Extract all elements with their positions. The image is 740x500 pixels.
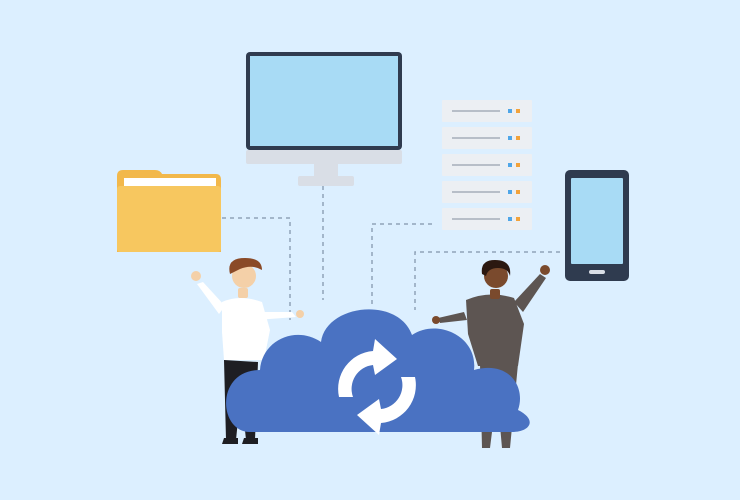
server-slot bbox=[452, 137, 500, 139]
left-person-neck bbox=[238, 288, 248, 298]
server-led-blue bbox=[508, 190, 512, 194]
left-person-hand-raised bbox=[191, 271, 201, 281]
right-person-hair bbox=[481, 260, 511, 276]
folder-icon bbox=[117, 170, 221, 252]
monitor-screen bbox=[250, 56, 398, 146]
server-led-orange bbox=[516, 163, 520, 167]
tablet-connector-line bbox=[414, 251, 560, 310]
server-led-orange bbox=[516, 136, 520, 140]
server-led-blue bbox=[508, 217, 512, 221]
server-slot bbox=[452, 218, 500, 220]
monitor-neck bbox=[314, 164, 338, 176]
monitor-chin bbox=[246, 150, 402, 164]
monitor-icon bbox=[246, 52, 402, 186]
sync-arrows-icon bbox=[338, 339, 416, 435]
server-rack-icon bbox=[442, 100, 532, 230]
server-slot bbox=[452, 164, 500, 166]
sync-arrow-top bbox=[338, 339, 397, 397]
monitor-base bbox=[298, 176, 354, 186]
left-person-arm-left bbox=[197, 282, 225, 314]
right-person-neck bbox=[490, 289, 500, 299]
server-led-blue bbox=[508, 109, 512, 113]
right-person-arm-raised bbox=[514, 274, 546, 312]
server-led-orange bbox=[516, 217, 520, 221]
left-person-torso bbox=[222, 298, 270, 360]
right-person-torso bbox=[466, 294, 524, 366]
folder-front bbox=[117, 186, 221, 252]
server-led-blue bbox=[508, 163, 512, 167]
left-person-hair bbox=[229, 258, 262, 274]
tablet-home-button bbox=[589, 270, 605, 274]
server-connector-line bbox=[371, 223, 432, 308]
server-led-orange bbox=[516, 190, 520, 194]
sync-arrow-bottom bbox=[357, 377, 416, 435]
server-led-orange bbox=[516, 109, 520, 113]
server-slot bbox=[452, 191, 500, 193]
right-person-hand-raised bbox=[540, 265, 550, 275]
right-person-arm-left bbox=[438, 312, 467, 323]
left-person-hand-pointing bbox=[296, 310, 304, 318]
tablet-icon bbox=[565, 170, 629, 281]
server-led-blue bbox=[508, 136, 512, 140]
connector-lines bbox=[222, 186, 560, 320]
right-person-hand-pointing bbox=[432, 316, 440, 324]
left-person-shoes bbox=[222, 438, 258, 444]
server-slot bbox=[452, 110, 500, 112]
folder-connector-line bbox=[222, 217, 291, 320]
tablet-screen bbox=[571, 178, 623, 264]
